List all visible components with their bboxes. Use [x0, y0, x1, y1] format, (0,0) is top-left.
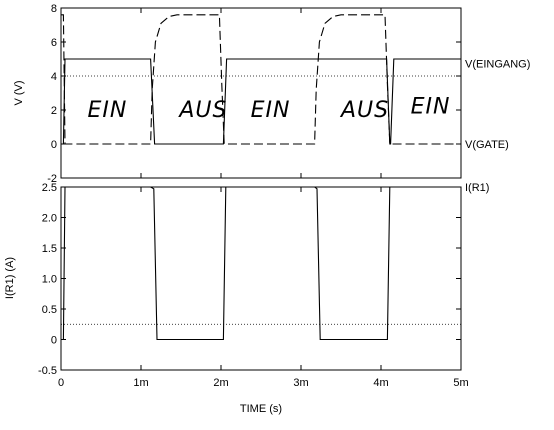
bot-y-tick-label: 1.0 — [42, 274, 57, 286]
top-y-axis-label: V (V) — [13, 80, 25, 105]
annotation-label: AUS — [177, 98, 227, 123]
bottom-plot-frame — [60, 186, 462, 371]
bot-y-tick-label: 0.5 — [42, 304, 57, 316]
x-tick-label: 2m — [213, 377, 228, 389]
series-v-eingang — [61, 58, 461, 145]
top-y-tick-label: 0 — [51, 139, 57, 151]
x-tick-label: 5m — [453, 377, 468, 389]
x-tick-label: 4m — [373, 377, 388, 389]
top-plot-frame — [60, 7, 462, 179]
top-y-axis: -2 0 2 4 6 8 — [47, 3, 461, 185]
bot-y-tick-label: 1.5 — [42, 243, 57, 255]
bot-y-tick-label: 0 — [51, 335, 57, 347]
x-tick-label: 1m — [133, 377, 148, 389]
bottom-x-axis: 0 1m 2m 3m 4m 5m — [58, 377, 469, 389]
top-y-tick-label: 2 — [51, 105, 57, 117]
bottom-series-group — [61, 186, 461, 341]
top-annotations: EIN AUS EIN AUS EIN — [87, 94, 451, 123]
trace-name-label: V(GATE) — [465, 139, 509, 151]
annotation-label: EIN — [87, 98, 127, 123]
series-i-r1 — [61, 186, 461, 341]
bottom-y-axis-label: I(R1) (A) — [4, 257, 16, 299]
bot-y-tick-label: -0.5 — [38, 365, 57, 377]
trace-name-label: V(EINGANG) — [465, 58, 530, 70]
top-series-group — [61, 14, 461, 145]
trace-name-label: I(R1) — [465, 182, 489, 194]
top-y-tick-label: 8 — [51, 3, 57, 15]
top-y-tick-label: 6 — [51, 37, 57, 49]
top-panel: -2 0 2 4 6 8 EIN AUS EIN AUS EIN V(EINGANG) V(GATE… — [13, 3, 530, 185]
top-right-labels: V(EINGANG) V(GATE) — [465, 58, 530, 151]
x-tick-label: 3m — [293, 377, 308, 389]
x-axis-label: TIME (s) — [240, 403, 282, 415]
series-v-gate — [61, 14, 461, 145]
annotation-label: EIN — [411, 94, 451, 119]
top-y-tick-label: 4 — [51, 71, 57, 83]
annotation-label: AUS — [339, 98, 389, 123]
annotation-label: EIN — [251, 98, 291, 123]
bottom-right-labels: I(R1) — [465, 182, 489, 194]
bot-y-tick-label: 2.0 — [42, 213, 57, 225]
bot-y-tick-label: 2.5 — [42, 182, 57, 194]
x-tick-label: 0 — [58, 377, 64, 389]
bottom-y-axis: -0.5 0 0.5 1.0 1.5 2.0 2.5 — [38, 182, 461, 377]
top-y-tick-label: -2 — [47, 173, 57, 185]
